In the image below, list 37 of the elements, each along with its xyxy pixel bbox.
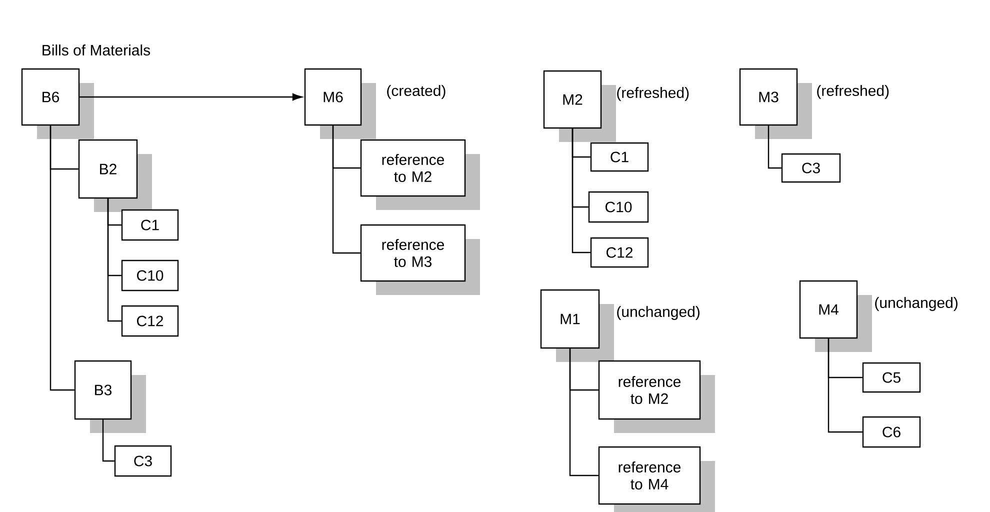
tree-line — [572, 128, 590, 254]
status-note: (unchanged) — [617, 306, 700, 320]
item-box: B3 — [74, 360, 132, 420]
part-box: C5 — [862, 362, 921, 393]
reference-box: reference to M2 — [598, 360, 701, 420]
part-box: C1 — [590, 142, 649, 172]
part-box: C1 — [121, 209, 179, 241]
status-note: (refreshed) — [817, 85, 889, 99]
part-box: C10 — [588, 191, 649, 223]
tree-line — [828, 338, 862, 433]
part-box: C6 — [862, 416, 921, 448]
reference-box: reference to M4 — [598, 446, 701, 505]
part-box: C3 — [114, 445, 172, 477]
reference-box: reference to M3 — [360, 224, 466, 282]
tree-line — [569, 348, 598, 476]
status-note: (unchanged) — [875, 297, 958, 311]
item-box: M1 — [540, 289, 600, 349]
item-box: M2 — [543, 70, 602, 129]
tree-line — [50, 126, 74, 391]
reference-box: reference to M2 — [360, 139, 466, 197]
tree-line — [768, 126, 782, 169]
item-box: M6 — [304, 68, 362, 126]
heading: Bills of Materials — [42, 44, 150, 56]
part-box: C12 — [121, 305, 179, 337]
tree-line — [102, 420, 114, 462]
item-box: B2 — [78, 139, 138, 199]
item-box: M4 — [799, 280, 858, 339]
tree-line — [107, 198, 122, 322]
arrow — [80, 93, 302, 101]
item-box: M3 — [739, 68, 798, 126]
part-box: C3 — [781, 153, 841, 183]
status-note: (refreshed) — [617, 87, 689, 101]
item-box: B6 — [21, 68, 80, 126]
tree-line — [332, 126, 360, 254]
part-box: C12 — [590, 237, 649, 268]
status-note: (created) — [387, 85, 446, 99]
part-box: C10 — [121, 260, 179, 292]
